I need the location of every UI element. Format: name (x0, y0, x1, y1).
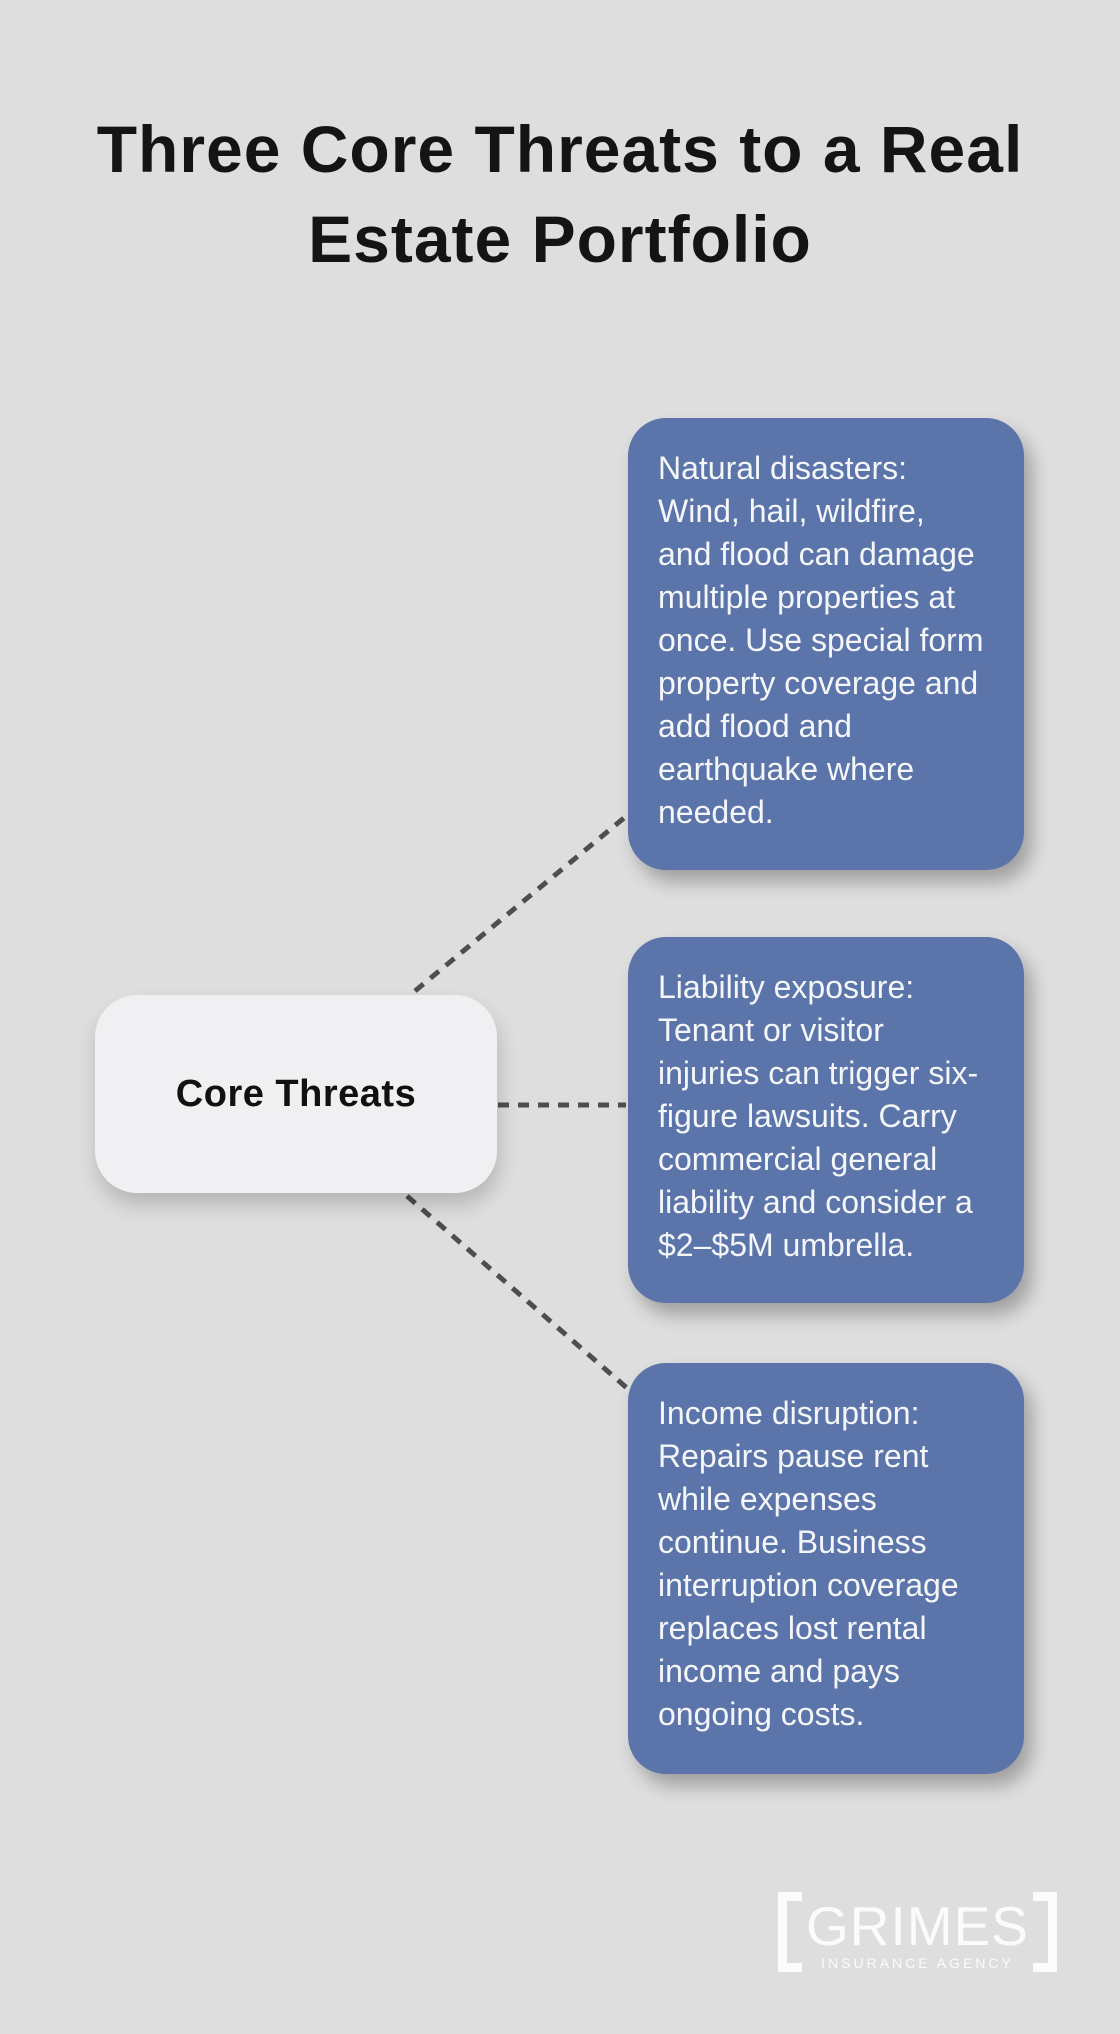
threat-card-text: Liability exposure: Tenant or visitor in… (658, 969, 979, 1263)
page-title: Three Core Threats to a Real Estate Port… (96, 112, 1024, 276)
center-node-label: Core Threats (175, 1072, 417, 1115)
threat-card-liability-exposure: Liability exposure: Tenant or visitor in… (628, 937, 1024, 1303)
connector-top (413, 811, 632, 993)
logo-name: GRIMES (806, 1895, 1029, 1957)
threat-card-natural-disasters: Natural disasters: Wind, hail, wildfire,… (628, 418, 1024, 870)
logo-text-block: GRIMES INSURANCE AGENCY (806, 1892, 1029, 1972)
threat-card-text: Income disruption: Repairs pause rent wh… (658, 1395, 959, 1732)
threat-card-text: Natural disasters: Wind, hail, wildfire,… (658, 450, 984, 830)
logo-left-bracket-icon (778, 1892, 803, 1972)
threat-card-income-disruption: Income disruption: Repairs pause rent wh… (628, 1363, 1024, 1774)
center-node: Core Threats (95, 995, 497, 1193)
connector-bottom (405, 1194, 630, 1391)
logo-subtitle: INSURANCE AGENCY (821, 1955, 1014, 1971)
logo-right-bracket-icon (1033, 1892, 1057, 1972)
brand-logo: GRIMES INSURANCE AGENCY (778, 1892, 1057, 1972)
